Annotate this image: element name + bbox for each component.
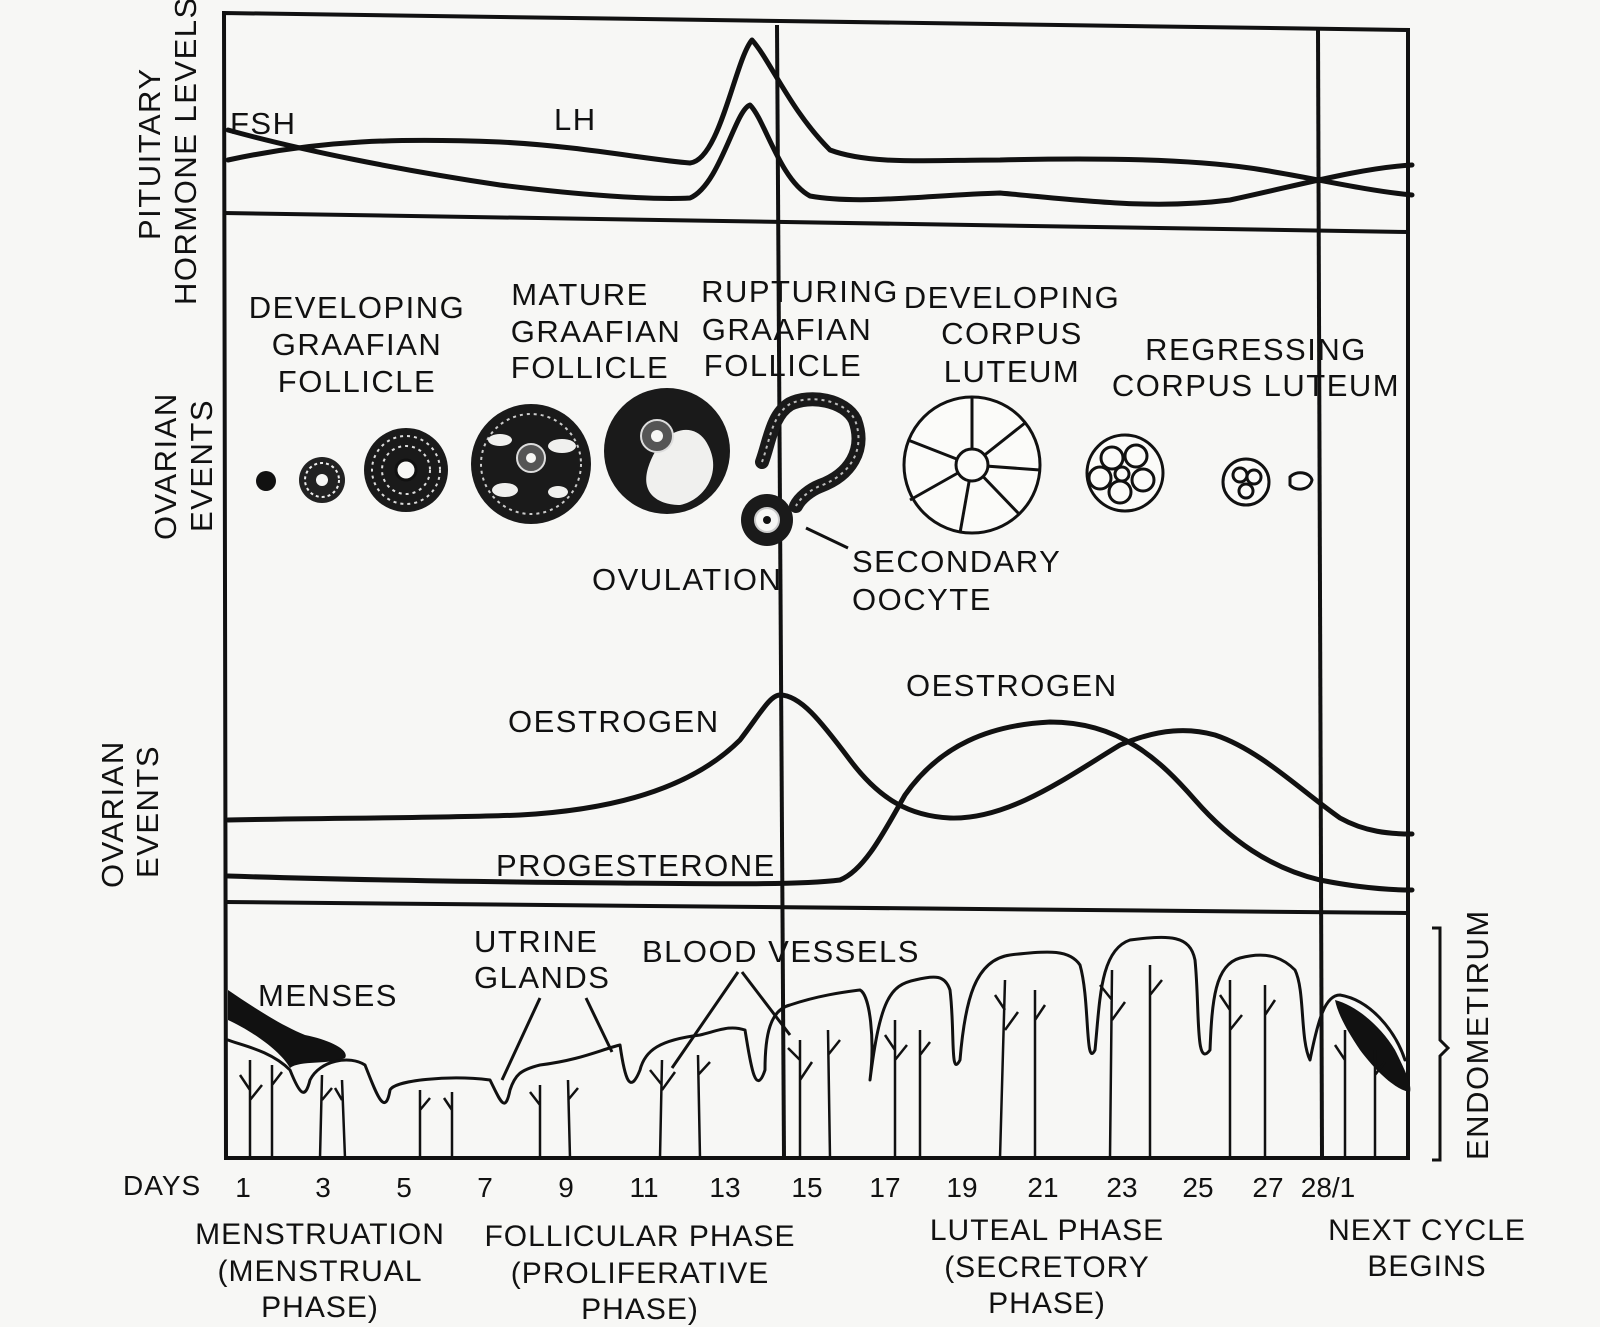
primary-follicle (256, 471, 276, 491)
ovarian-top-title-line-2: EVENTS (184, 399, 219, 532)
regressing-corpus-label-2: CORPUS LUTEUM (1112, 368, 1400, 403)
day-tick-12: 25 (1182, 1172, 1213, 1203)
ovarian-top-title-line-1: OVARIAN (148, 392, 183, 540)
follicular-phase-line-1: FOLLICULAR PHASE (484, 1220, 795, 1253)
day-tick-11: 23 (1106, 1172, 1137, 1203)
phase-labels: MENSTRUATION (MENSTRUAL PHASE) FOLLICULA… (195, 1214, 1526, 1326)
progesterone-label: PROGESTERONE (496, 848, 776, 883)
secondary-oocyte-pointer (805, 526, 849, 550)
endometrium-bracket (1432, 926, 1451, 1162)
corpus-albicans (1288, 471, 1314, 491)
developing-graafian-label-3: FOLLICLE (278, 364, 436, 399)
day-tick-9: 19 (946, 1172, 977, 1203)
pituitary-title-line-1: PITUITARY (132, 67, 167, 240)
follicle-labels: DEVELOPING GRAAFIAN FOLLICLE MATURE GRAA… (249, 274, 1400, 617)
follicle-sequence (256, 388, 1314, 546)
section-titles: PITUITARY HORMONE LEVELS OVARIAN EVENTS … (95, 0, 1495, 1162)
endometrium-title: ENDOMETIRUM (1460, 909, 1495, 1160)
day-tick-5: 11 (629, 1172, 658, 1203)
blood-vessels-label: BLOOD VESSELS (642, 934, 920, 969)
secondary-oocyte (741, 494, 793, 546)
follicular-phase-line-2: (PROLIFERATIVE (511, 1257, 769, 1290)
vessels-pointers (670, 971, 792, 1069)
menstruation-phase-line-3: PHASE) (261, 1291, 379, 1324)
menstruation-phase-line-2: (MENSTRUAL (217, 1255, 422, 1288)
developing-corpus-luteum (902, 395, 1042, 535)
oestrogen-curve (225, 692, 1415, 837)
regressing-corpus-luteum-small (1221, 457, 1271, 507)
day-tick-14: 28/1 (1301, 1172, 1356, 1203)
follicular-phase-line-3: PHASE) (581, 1293, 699, 1326)
day-tick-8: 17 (869, 1172, 900, 1203)
day-tick-6: 13 (709, 1172, 740, 1203)
regressing-corpus-label-1: REGRESSING (1145, 332, 1367, 367)
rupturing-graafian-label-2: GRAAFIAN (702, 312, 872, 347)
lh-label: LH (554, 102, 597, 137)
day-tick-3: 7 (477, 1172, 493, 1203)
mature-graafian-label-3: FOLLICLE (511, 350, 669, 385)
uterine-glands-label-1: UTRINE (474, 924, 598, 959)
day-tick-13: 27 (1252, 1172, 1283, 1203)
day-tick-4: 9 (558, 1172, 574, 1203)
next-cycle-line-2: BEGINS (1367, 1250, 1486, 1283)
mature-graafian-follicle (604, 388, 730, 514)
day-tick-2: 5 (396, 1172, 412, 1203)
pituitary-panel: FSH LH (225, 37, 1415, 207)
pituitary-title-line-2: HORMONE LEVELS (168, 0, 203, 305)
regressing-corpus-luteum-large (1085, 433, 1165, 513)
ovarian-hormone-panel: OESTROGEN OESTROGEN PROGESTERONE (225, 668, 1415, 893)
menses-blood-next-cycle (1335, 1000, 1411, 1092)
oestrogen-label-1: OESTROGEN (508, 704, 720, 739)
rupturing-graafian-label-3: FOLLICLE (704, 348, 862, 383)
mature-graafian-label-2: GRAAFIAN (511, 314, 681, 349)
primary-follicle-growing (299, 457, 345, 503)
tertiary-follicle (471, 404, 591, 524)
developing-corpus-label-2: CORPUS (941, 316, 1083, 351)
ovarian-bottom-title-line-1: OVARIAN (95, 740, 130, 888)
oestrogen-label-2: OESTROGEN (906, 668, 1118, 703)
developing-graafian-label-2: GRAAFIAN (272, 327, 442, 362)
secondary-oocyte-label-2: OOCYTE (852, 582, 992, 617)
panel-frames (221, 10, 1410, 1160)
endometrial-surface (226, 935, 1407, 1105)
luteal-phase-line-2: (SECRETORY (944, 1251, 1150, 1284)
ovulation-label: OVULATION (592, 562, 782, 597)
rupturing-follicle (755, 392, 866, 513)
secondary-oocyte-label-1: SECONDARY (852, 544, 1061, 579)
day-tick-0: 1 (235, 1172, 251, 1203)
glands-pointers (500, 997, 614, 1081)
day-tick-10: 21 (1027, 1172, 1058, 1203)
day-tick-7: 15 (791, 1172, 822, 1203)
fsh-curve (225, 102, 1415, 207)
menstruation-phase-line-1: MENSTRUATION (195, 1218, 445, 1251)
progesterone-curve (225, 719, 1415, 893)
developing-graafian-label-1: DEVELOPING (249, 290, 466, 325)
fsh-label: FSH (230, 106, 297, 141)
mature-graafian-label-1: MATURE (511, 277, 649, 312)
lh-curve (225, 37, 1415, 198)
rupturing-graafian-label-1: RUPTURING (701, 274, 899, 309)
luteal-phase-line-1: LUTEAL PHASE (930, 1214, 1164, 1247)
menses-blood (228, 990, 346, 1068)
uterine-glands-label-2: GLANDS (474, 960, 610, 995)
ovarian-bottom-title-line-2: EVENTS (130, 745, 165, 878)
developing-corpus-label-3: LUTEUM (944, 354, 1080, 389)
menses-label: MENSES (258, 978, 398, 1013)
days-label: DAYS (123, 1170, 201, 1201)
next-cycle-line-1: NEXT CYCLE (1328, 1214, 1526, 1247)
day-tick-1: 3 (315, 1172, 331, 1203)
endometrium-panel: MENSES UTRINE GLANDS BLOOD VESSELS (226, 924, 1411, 1159)
luteal-phase-line-3: PHASE) (988, 1287, 1106, 1320)
uterine-glands (238, 965, 1386, 1159)
secondary-follicle (364, 428, 448, 512)
developing-corpus-label-1: DEVELOPING (904, 280, 1121, 315)
